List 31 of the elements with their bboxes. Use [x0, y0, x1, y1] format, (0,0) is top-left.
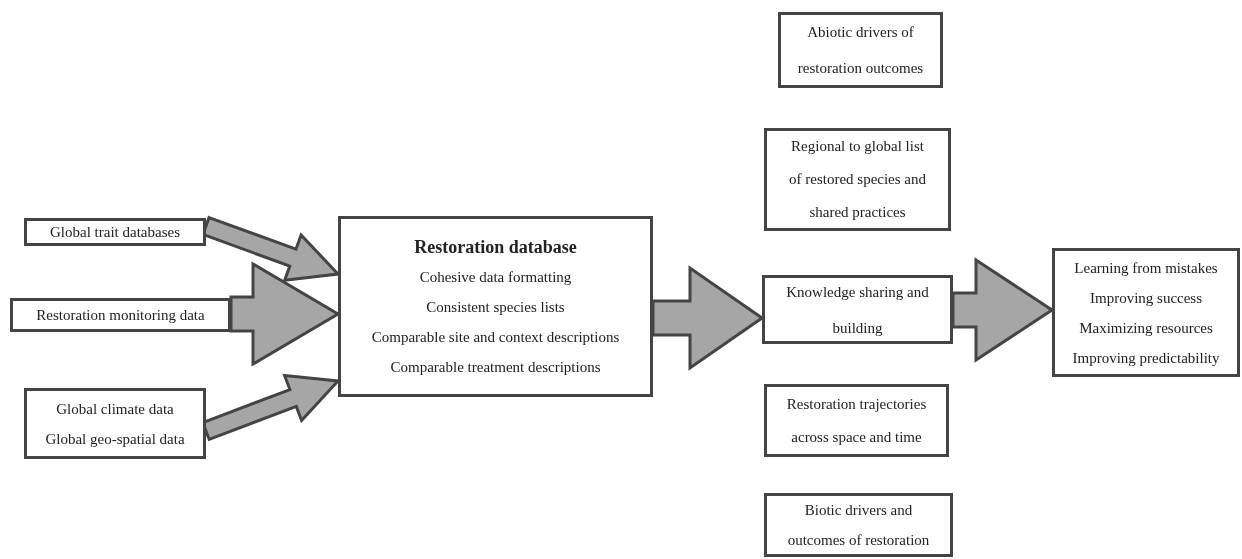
- text-box: [764, 384, 949, 457]
- box-text: Knowledge sharing and building: [785, 282, 930, 338]
- box-text: Comparable treatment descriptions: [390, 357, 601, 377]
- box-text: Improving success: [1089, 288, 1203, 308]
- block-arrow: [651, 265, 765, 371]
- text-box: [24, 388, 206, 459]
- box-text: Improving predictability: [1072, 348, 1220, 368]
- text-box: [778, 12, 943, 88]
- text-box: [764, 493, 953, 557]
- box-text: Restoration monitoring data: [36, 306, 205, 325]
- text-box: [764, 128, 951, 231]
- box-text: Regional to global list of restored species and shared practices: [788, 137, 927, 222]
- text-box: [762, 275, 953, 344]
- box-text: Global geo-spatial data: [45, 429, 185, 449]
- box-text: Global trait databases: [50, 223, 180, 242]
- box-text: Maximizing resources: [1079, 318, 1213, 338]
- text-box: [338, 216, 653, 397]
- box-text: Abiotic drivers of restoration outcomes: [796, 23, 925, 78]
- text-box: [10, 298, 231, 332]
- box-title: Restoration database: [414, 235, 577, 259]
- text-box: [1052, 248, 1240, 377]
- box-text: Biotic drivers and outcomes of restoration: [786, 501, 931, 550]
- text-box: [24, 218, 206, 246]
- box-text: Learning from mistakes: [1074, 258, 1218, 278]
- box-text: Consistent species lists: [426, 297, 565, 317]
- box-text: Cohesive data formatting: [419, 267, 572, 287]
- box-text: Restoration trajectories across space and time: [785, 394, 928, 447]
- box-text: Global climate data: [56, 399, 174, 419]
- box-text: Comparable site and context descriptions: [371, 327, 620, 347]
- block-arrow: [951, 257, 1055, 363]
- block-arrow: [229, 261, 341, 367]
